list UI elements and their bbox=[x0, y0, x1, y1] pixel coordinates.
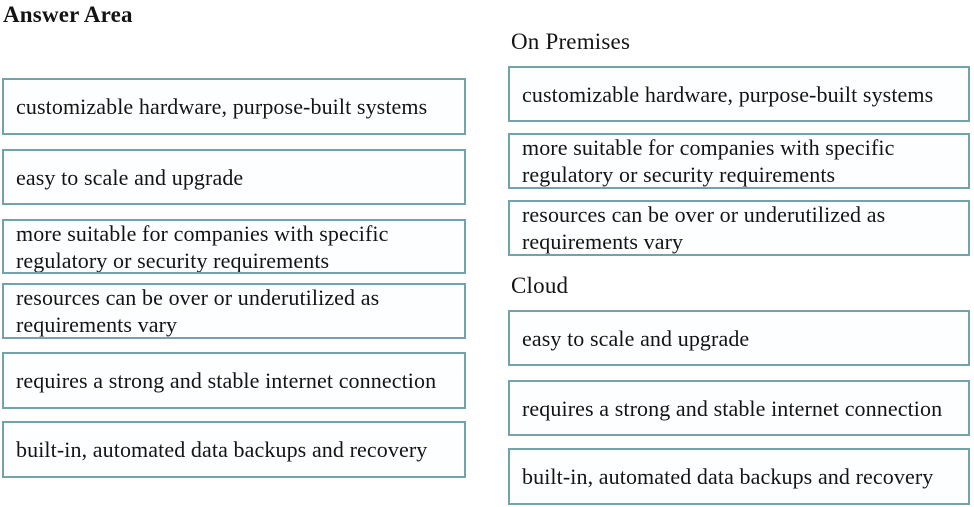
answer-item-label: easy to scale and upgrade bbox=[522, 325, 750, 351]
group-heading-on-premises: On Premises bbox=[511, 29, 631, 54]
answer-item-label: more suitable for companies with specifi… bbox=[522, 135, 895, 187]
cloud-item-internet-connection[interactable]: requires a strong and stable internet co… bbox=[508, 380, 970, 436]
source-option-label: requires a strong and stable internet co… bbox=[16, 368, 437, 393]
answer-item-label: customizable hardware, purpose-built sys… bbox=[522, 81, 934, 107]
on-premises-item-regulatory-requirements[interactable]: more suitable for companies with specifi… bbox=[508, 133, 970, 189]
source-option-resources-utilization[interactable]: resources can be over or underutilized a… bbox=[2, 283, 466, 339]
group-heading-cloud: Cloud bbox=[511, 273, 569, 298]
answer-item-label: requires a strong and stable internet co… bbox=[522, 395, 943, 421]
source-option-label: customizable hardware, purpose-built sys… bbox=[16, 94, 428, 119]
page-title: Answer Area bbox=[3, 2, 133, 27]
source-option-customizable-hardware[interactable]: customizable hardware, purpose-built sys… bbox=[2, 78, 466, 135]
answer-item-label: resources can be over or underutilized a… bbox=[522, 202, 886, 254]
source-option-label: resources can be over or underutilized a… bbox=[16, 285, 380, 337]
source-option-label: built-in, automated data backups and rec… bbox=[16, 437, 428, 462]
source-option-data-backups[interactable]: built-in, automated data backups and rec… bbox=[2, 421, 466, 478]
cloud-item-data-backups[interactable]: built-in, automated data backups and rec… bbox=[508, 448, 970, 505]
on-premises-item-resources-utilization[interactable]: resources can be over or underutilized a… bbox=[508, 200, 970, 256]
source-option-easy-to-scale[interactable]: easy to scale and upgrade bbox=[2, 149, 466, 205]
answer-item-label: built-in, automated data backups and rec… bbox=[522, 464, 934, 489]
source-option-label: more suitable for companies with specifi… bbox=[16, 220, 389, 273]
cloud-item-easy-to-scale[interactable]: easy to scale and upgrade bbox=[508, 310, 970, 366]
source-option-label: easy to scale and upgrade bbox=[16, 164, 244, 190]
on-premises-item-customizable-hardware[interactable]: customizable hardware, purpose-built sys… bbox=[508, 66, 970, 122]
source-option-regulatory-requirements[interactable]: more suitable for companies with specifi… bbox=[2, 219, 466, 274]
source-option-internet-connection[interactable]: requires a strong and stable internet co… bbox=[2, 352, 466, 409]
